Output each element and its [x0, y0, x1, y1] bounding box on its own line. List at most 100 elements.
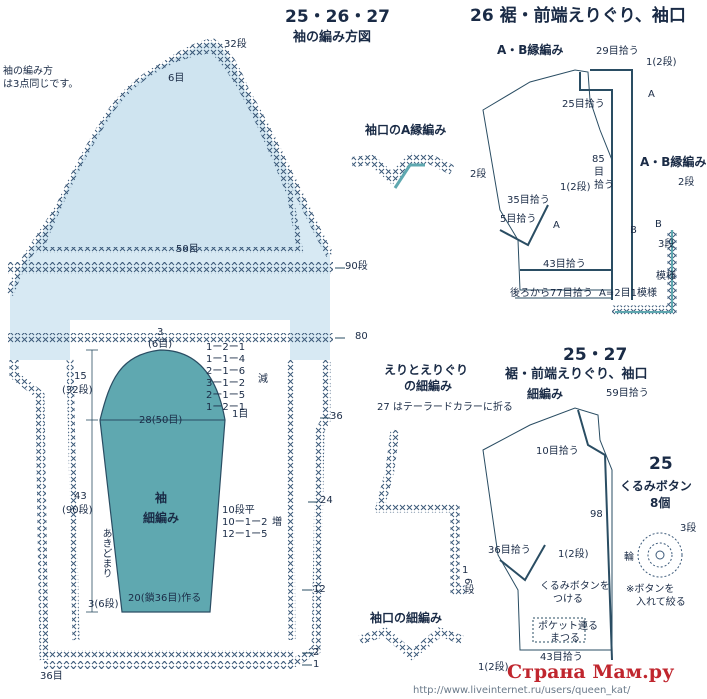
j25-98: 98: [590, 509, 603, 520]
bottom-band-1: [44, 650, 294, 658]
collar-title-2: の細編み: [404, 379, 453, 393]
j26-me: 目: [594, 167, 604, 178]
top-3: 3: [157, 327, 164, 338]
hood-x-border-right: [210, 38, 334, 257]
label-36: 36: [330, 411, 343, 422]
r2-title2: 裾・前端えりぐり、袖口: [505, 367, 648, 382]
hood-x-inner: [35, 46, 304, 253]
label-36me: 36目: [40, 671, 63, 682]
collar-note: 27 はテーラードカラーに折る: [377, 402, 513, 413]
jacket25-outline: [482, 407, 613, 651]
main-subtitle: 袖の編み方図: [293, 30, 372, 45]
label-12: 12: [313, 584, 326, 595]
inner-left-border: [66, 359, 80, 641]
site-logo[interactable]: Страна Мам.ру: [507, 661, 675, 683]
top-6me: (6目): [148, 339, 173, 350]
label-32dan: 32段: [224, 39, 247, 50]
dec-row: 1ー2ー1: [206, 342, 246, 353]
band-80: [8, 333, 333, 343]
jacket26-outline: [482, 69, 613, 291]
j25-pocket-2: まつる: [550, 633, 580, 644]
r1-subtitle: A・B縁編み: [497, 43, 564, 57]
dec-row: 1ー2ー1: [206, 402, 246, 413]
dim-90dan: (90段): [62, 505, 93, 516]
r2-title: 25・27: [563, 345, 628, 365]
button-note-2: 入れて絞る: [636, 597, 686, 608]
j26-aeq: A=2目1模様: [599, 288, 657, 299]
sleeve-body: [99, 349, 226, 613]
left-note-2: は3点同じです。: [3, 79, 79, 90]
j25-kurumi-1: くるみボタンを: [540, 581, 610, 592]
inc-row: 10段平: [222, 505, 255, 516]
collar-title-1: えりとえりぐり: [384, 363, 469, 377]
j25-10: 10目拾う: [536, 446, 579, 457]
inc-row: 10ー1ー2: [222, 517, 268, 528]
r3-title: 25: [649, 454, 673, 474]
bottom-chain: 20(鎖36目)作る: [128, 593, 202, 604]
r2-subtitle: 細編み: [527, 387, 564, 401]
bottom-band-2: [44, 661, 294, 669]
j26-A2: A: [553, 220, 560, 231]
j25-pocket-1: ポケット連る: [538, 621, 598, 632]
dec-rows: 1ー2ー1 1ー1ー4 2ー1ー6 3ー1ー2 2ー1ー5 1ー2ー1: [206, 343, 245, 415]
button-circle: [637, 532, 683, 578]
label-50me: 50目: [176, 244, 199, 255]
j25-kurumi-2: つける: [553, 594, 583, 605]
button-note-1: ※ボタンを: [626, 584, 675, 595]
j26-b2: B: [655, 219, 662, 230]
label-80: 80: [355, 331, 368, 342]
cuff-a-swatch: [351, 152, 455, 185]
r1-title: 26 裾・前端えりぐり、袖口: [470, 6, 686, 26]
cuff-s-title: 袖口の細編み: [370, 611, 443, 625]
dec-row: 2ー1ー5: [206, 390, 246, 401]
dim-15: 15: [74, 371, 87, 382]
bottom-3: 3(6段): [88, 599, 119, 610]
j25-43: 43目拾う: [540, 652, 583, 663]
pocket-box: [532, 617, 586, 643]
j26-35: 35目拾う: [507, 195, 550, 206]
j26-pattern: 模様: [656, 271, 676, 282]
inc-rows: 10段平 10ー1ー2 12ー1ー5: [222, 506, 267, 542]
j26-B: B: [630, 225, 637, 236]
j26-back: 後ろから77目拾う: [510, 288, 593, 299]
j26-1-2dan: 1(2段): [646, 57, 677, 68]
j26-ab: A・B縁編み: [640, 155, 707, 169]
lower-left-border: [9, 360, 49, 661]
label-1me: 1目: [232, 409, 249, 420]
dim-32dan: (32段): [62, 385, 93, 396]
label-6me: 6目: [168, 73, 185, 84]
j25-59: 59目拾う: [606, 388, 649, 399]
side-opening: あきどまり: [100, 528, 111, 578]
label-1: 1: [313, 659, 320, 670]
dec-row: 1ー1ー4: [206, 354, 246, 365]
inner-right-border: [286, 359, 296, 641]
band-90: [8, 262, 333, 274]
dec-label: 減: [258, 374, 268, 385]
cuff-s-swatch: [358, 626, 464, 661]
cuff-a-2dan: 2段: [470, 169, 487, 180]
j26-2: 2段: [678, 177, 695, 188]
label-24: 24: [320, 495, 333, 506]
j26-29: 29目拾う: [596, 46, 639, 57]
footer-url[interactable]: http://www.liveinternet.ru/users/queen_k…: [413, 685, 631, 696]
j25-1-2: 1(2段): [558, 549, 589, 560]
left-note-1: 袖の編み方: [3, 66, 53, 77]
sleeve-width: 28(50目): [139, 415, 183, 426]
collar-1: 1: [462, 565, 469, 576]
inc-row: 12ー1ー5: [222, 529, 268, 540]
r3-sub2: 8個: [650, 496, 671, 510]
dim-43: 43: [74, 491, 87, 502]
collar-6dan: 6段: [462, 578, 473, 595]
inc-label: 増: [272, 517, 282, 528]
lower-right-border: [287, 360, 331, 669]
button-ring: 輪: [624, 552, 634, 563]
j25-36: 36目拾う: [488, 545, 531, 556]
label-2: 2: [313, 647, 320, 658]
sleeve-name: 袖: [155, 491, 168, 505]
dec-row: 2ー1ー6: [206, 366, 246, 377]
label-90dan: 90段: [345, 261, 368, 272]
j26-hirou: 拾う: [594, 180, 614, 191]
collar-swatch: [374, 429, 465, 595]
r3-sub1: くるみボタン: [620, 479, 692, 493]
